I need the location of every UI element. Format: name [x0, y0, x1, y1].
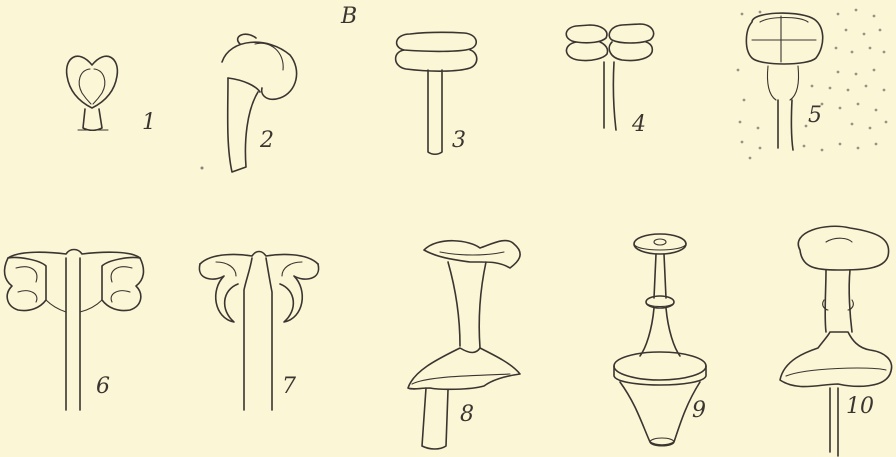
figure-label: 5 [808, 105, 822, 127]
figure-label: 1 [142, 112, 156, 134]
figure-label: 4 [632, 114, 646, 136]
figure-2-drawing [201, 34, 297, 172]
figure-10-drawing [780, 226, 892, 456]
figure-label: 6 [96, 376, 110, 398]
figure-1-drawing [67, 56, 118, 130]
figure-label: 9 [692, 400, 706, 422]
figure-label: 3 [452, 130, 466, 152]
figure-label: 2 [260, 130, 274, 152]
figure-label: 10 [846, 396, 874, 418]
figure-label: 7 [282, 376, 296, 398]
figure-5-drawing [737, 9, 888, 160]
section-letter-label: B [341, 6, 357, 28]
figure-7-drawing [199, 252, 318, 411]
figure-label: 8 [460, 404, 474, 426]
figure-6-drawing [5, 250, 144, 411]
